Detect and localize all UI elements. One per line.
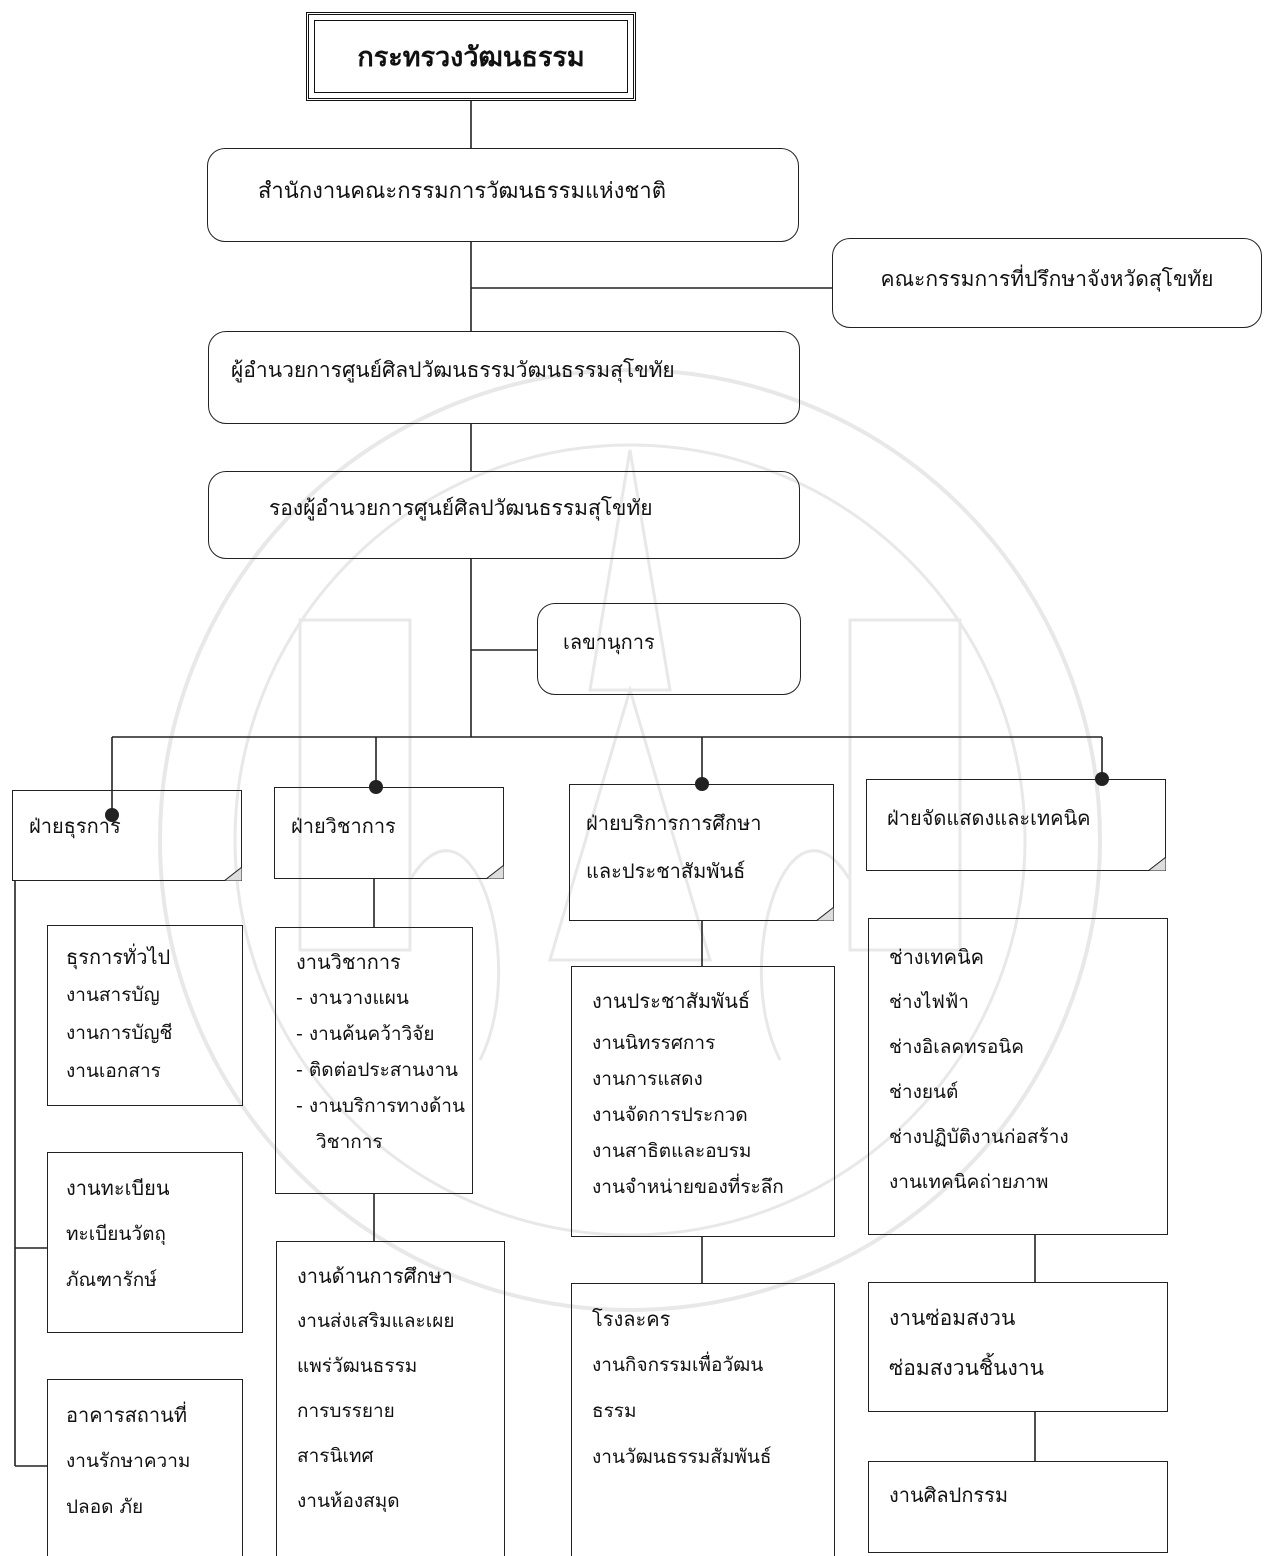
unit-item: - งานวางแผน xyxy=(296,987,409,1009)
unit-item: งานจัดการประกวด xyxy=(592,1104,748,1126)
ministry-label: กระทรวงวัฒนธรรม xyxy=(357,42,585,73)
unit-facilities: อาคารสถานที่ งานรักษาความ ปลอด ภัย xyxy=(47,1379,243,1556)
unit-title: โรงละคร xyxy=(592,1307,671,1331)
unit-item: งานส่งเสริมและเผย xyxy=(297,1310,455,1332)
unit-title: ช่างเทคนิค xyxy=(889,945,985,969)
dept-education-pr-label-2: และประชาสัมพันธ์ xyxy=(586,859,746,883)
advisory-board-box: คณะกรรมการที่ปรึกษาจังหวัดสุโขทัย xyxy=(832,238,1262,328)
unit-item: ภัณฑารักษ์ xyxy=(66,1269,157,1291)
unit-item: งานสาธิตและอบรม xyxy=(592,1140,752,1162)
unit-theatre: โรงละคร งานกิจกรรมเพื่อวัฒน ธรรม งานวัฒน… xyxy=(571,1283,835,1556)
deputy-director-label: รองผู้อำนวยการศูนย์ศิลปวัฒนธรรมสุโขทัย xyxy=(269,495,653,520)
unit-item: ทะเบียนวัตถุ xyxy=(66,1223,166,1245)
dept-education-pr-box: ฝ่ายบริการการศึกษา และประชาสัมพันธ์ xyxy=(569,784,834,921)
unit-title: งานวิชาการ xyxy=(296,950,401,974)
unit-item: ปลอด ภัย xyxy=(66,1496,144,1518)
office-label: สำนักงานคณะกรรมการวัฒนธรรมแห่งชาติ xyxy=(258,178,666,204)
page-fold-icon xyxy=(224,867,242,881)
dept-exhibition-tech-label: ฝ่ายจัดแสดงและเทคนิค xyxy=(887,806,1091,830)
director-label: ผู้อำนวยการศูนย์ศิลปวัฒนธรรมวัฒนธรรมสุโข… xyxy=(231,358,675,382)
unit-title: งานทะเบียน xyxy=(66,1176,170,1200)
unit-title: งานซ่อมสงวน xyxy=(889,1306,1016,1330)
unit-item: งานกิจกรรมเพื่อวัฒน xyxy=(592,1354,764,1376)
unit-item: - งานค้นคว้าวิจัย xyxy=(296,1023,435,1045)
dept-academic-label: ฝ่ายวิชาการ xyxy=(291,814,396,838)
unit-title: งานประชาสัมพันธ์ xyxy=(592,989,751,1013)
page-fold-icon xyxy=(816,907,834,921)
dept-general-box: ฝ่ายธุรการ xyxy=(12,790,242,881)
unit-item: งานการบัญชี xyxy=(66,1022,173,1044)
advisory-board-label: คณะกรรมการที่ปรึกษาจังหวัดสุโขทัย xyxy=(880,266,1214,291)
unit-title: งานศิลปกรรม xyxy=(889,1483,1009,1507)
office-box: สำนักงานคณะกรรมการวัฒนธรรมแห่งชาติ xyxy=(207,148,799,242)
unit-item: งานสารบัญ xyxy=(66,984,160,1006)
unit-fine-arts: งานศิลปกรรม xyxy=(868,1461,1168,1553)
unit-item: ช่างอิเลคทรอนิค xyxy=(889,1036,1024,1058)
watermark-seal xyxy=(158,368,1102,1312)
secretary-box: เลขานุการ xyxy=(537,603,801,695)
unit-item: - ติดต่อประสานงาน xyxy=(296,1059,458,1081)
unit-general-admin: ธุรการทั่วไป งานสารบัญ งานการบัญชี งานเอ… xyxy=(47,925,243,1106)
director-box: ผู้อำนวยการศูนย์ศิลปวัฒนธรรมวัฒนธรรมสุโข… xyxy=(208,331,800,424)
unit-item: ช่างยนต์ xyxy=(889,1081,959,1103)
unit-academic-works: งานวิชาการ - งานวางแผน - งานค้นคว้าวิจัย… xyxy=(275,927,473,1194)
unit-item: ธรรม xyxy=(592,1400,637,1422)
dept-education-pr-label-1: ฝ่ายบริการการศึกษา xyxy=(586,811,762,835)
page-fold-icon xyxy=(1148,857,1166,871)
unit-conservation: งานซ่อมสงวน ซ่อมสงวนชิ้นงาน xyxy=(868,1282,1168,1412)
unit-item: การบรรยาย xyxy=(297,1400,395,1422)
unit-item: งานการแสดง xyxy=(592,1068,703,1090)
unit-item: งานรักษาความ xyxy=(66,1450,191,1472)
unit-item: ช่างไฟฟ้า xyxy=(889,991,969,1013)
unit-technicians: ช่างเทคนิค ช่างไฟฟ้า ช่างอิเลคทรอนิค ช่า… xyxy=(868,918,1168,1235)
secretary-label: เลขานุการ xyxy=(563,630,655,654)
unit-title: งานด้านการศึกษา xyxy=(297,1264,453,1288)
unit-item: สารนิเทศ xyxy=(297,1445,374,1467)
dept-general-label: ฝ่ายธุรการ xyxy=(29,814,121,838)
page-fold-icon xyxy=(486,865,504,879)
unit-item: งานเทคนิคถ่ายภาพ xyxy=(889,1171,1049,1193)
unit-item: ซ่อมสงวนชิ้นงาน xyxy=(889,1356,1044,1380)
dept-exhibition-tech-box: ฝ่ายจัดแสดงและเทคนิค xyxy=(866,779,1166,871)
unit-item: วิชาการ xyxy=(316,1131,383,1153)
ministry-box: กระทรวงวัฒนธรรม xyxy=(306,12,636,101)
unit-title: ธุรการทั่วไป xyxy=(66,945,171,969)
unit-registration: งานทะเบียน ทะเบียนวัตถุ ภัณฑารักษ์ xyxy=(47,1152,243,1333)
unit-item: งานเอกสาร xyxy=(66,1060,161,1082)
unit-education-works: งานด้านการศึกษา งานส่งเสริมและเผย แพร่วั… xyxy=(276,1241,505,1556)
unit-item: ช่างปฏิบัติงานก่อสร้าง xyxy=(889,1126,1069,1148)
deputy-director-box: รองผู้อำนวยการศูนย์ศิลปวัฒนธรรมสุโขทัย xyxy=(208,471,800,559)
unit-public-relations: งานประชาสัมพันธ์ งานนิทรรศการ งานการแสดง… xyxy=(571,966,835,1237)
unit-item: งานนิทรรศการ xyxy=(592,1032,716,1054)
unit-item: งานจำหน่ายของที่ระลึก xyxy=(592,1176,784,1198)
dept-academic-box: ฝ่ายวิชาการ xyxy=(274,787,504,879)
unit-item: แพร่วัฒนธรรม xyxy=(297,1355,418,1377)
unit-item: งานห้องสมุด xyxy=(297,1490,400,1512)
unit-title: อาคารสถานที่ xyxy=(66,1403,187,1427)
unit-item: งานวัฒนธรรมสัมพันธ์ xyxy=(592,1446,772,1468)
unit-item: - งานบริการทางด้าน xyxy=(296,1095,465,1117)
